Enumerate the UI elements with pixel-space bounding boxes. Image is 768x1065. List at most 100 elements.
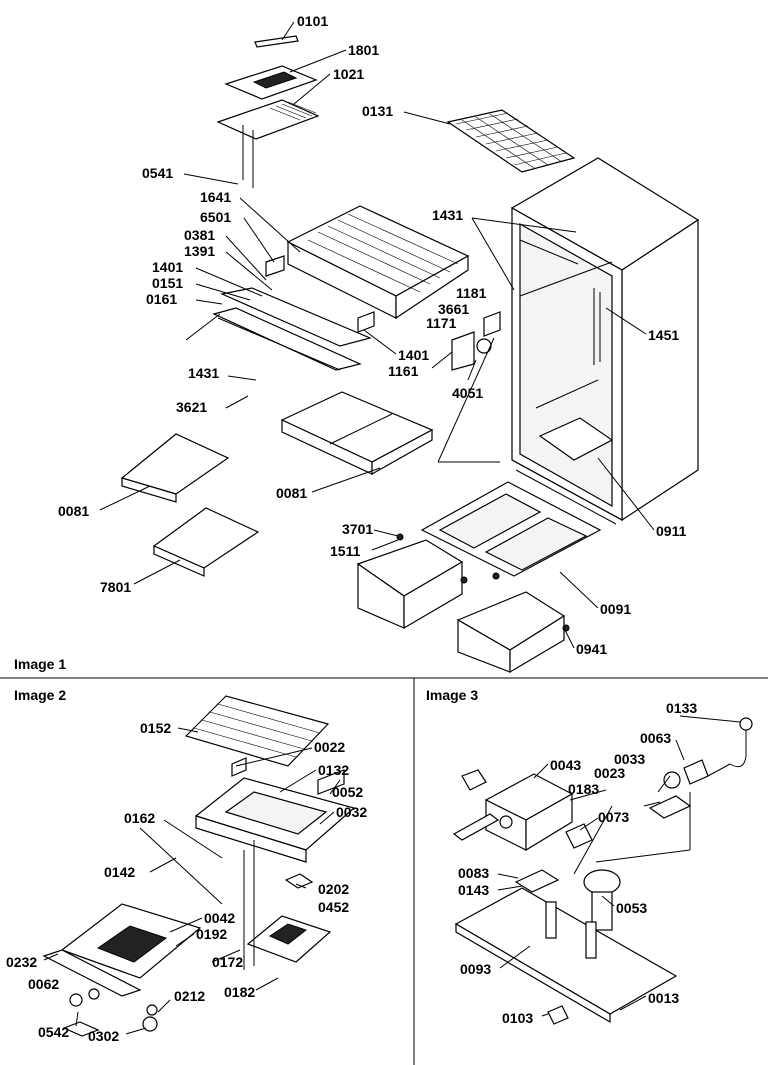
fan-housing-side <box>525 792 573 852</box>
drawer-left-side <box>403 560 463 630</box>
light-cover-part <box>216 99 320 140</box>
callout-0161: 0161 <box>146 291 177 307</box>
callout-6501: 6501 <box>200 209 231 225</box>
callout-0093: 0093 <box>460 961 491 977</box>
cover-strip-part <box>254 35 299 48</box>
callout-0542: 0542 <box>38 1024 69 1040</box>
callout-0081-b: 0081 <box>276 485 307 501</box>
part-0103 <box>547 1005 569 1025</box>
callout-0172: 0172 <box>212 954 243 970</box>
seal-part <box>317 769 345 795</box>
callout-0063: 0063 <box>640 730 671 746</box>
knob-part <box>142 1016 158 1032</box>
connector-part <box>683 759 709 785</box>
shelf-left-edge <box>121 477 177 503</box>
callout-0162: 0162 <box>124 810 155 826</box>
callout-0032: 0032 <box>336 804 367 820</box>
rod-part <box>139 827 223 905</box>
crisper-cover-left <box>438 493 542 549</box>
freezer-shelf-grid-lines <box>455 112 567 169</box>
callout-0232: 0232 <box>6 954 37 970</box>
callout-0013: 0013 <box>648 990 679 1006</box>
cover-grid-lines <box>193 703 321 758</box>
callout-1401-b: 1401 <box>398 347 429 363</box>
cover-grid-part <box>184 695 330 767</box>
housing-inner <box>224 791 328 835</box>
callout-1161: 1161 <box>388 363 419 379</box>
callout-0083: 0083 <box>458 865 489 881</box>
crisper-drawer-right <box>456 591 566 674</box>
part-0143 <box>514 869 560 893</box>
base-plate-edge <box>455 922 611 1024</box>
roller-part-2 <box>492 572 500 580</box>
knob-part-2 <box>146 1004 158 1016</box>
callout-4051: 4051 <box>452 385 483 401</box>
callout-0033: 0033 <box>614 751 645 767</box>
motor-part <box>663 771 681 789</box>
image2-drawing: Image 2 <box>6 687 367 1044</box>
light-shield <box>185 287 372 371</box>
callout-0052: 0052 <box>332 784 363 800</box>
callout-0182: 0182 <box>224 984 255 1000</box>
callout-1431-a: 1431 <box>188 365 219 381</box>
callout-0941: 0941 <box>576 641 607 657</box>
light-bracket <box>220 287 372 347</box>
clip-part <box>483 311 501 337</box>
callout-0042: 0042 <box>204 910 235 926</box>
callout-0202: 0202 <box>318 881 349 897</box>
fan-hub <box>499 815 513 829</box>
callout-0133: 0133 <box>666 700 697 716</box>
bracket-part <box>461 769 487 791</box>
part-0073 <box>565 823 593 849</box>
callout-0142: 0142 <box>104 864 135 880</box>
callout-0103: 0103 <box>502 1010 533 1026</box>
callout-1431-b: 1431 <box>432 207 463 223</box>
control-module-core <box>268 923 308 945</box>
section-title-image1: Image 1 <box>14 656 66 672</box>
crisper-recess <box>538 417 614 461</box>
pump-body <box>591 891 613 931</box>
sensor-wire <box>707 730 747 777</box>
shelf-left <box>120 433 230 503</box>
callout-3701: 3701 <box>342 521 373 537</box>
housing-front-edge <box>195 815 307 863</box>
callout-0053: 0053 <box>616 900 647 916</box>
thermostat-part <box>476 338 492 354</box>
callout-1171: 1171 <box>426 315 457 331</box>
shelf-center <box>280 391 434 476</box>
crisper-cover-right <box>484 517 588 571</box>
section-title-image2: Image 2 <box>14 687 66 703</box>
callout-0081-a: 0081 <box>58 503 89 519</box>
control-insert-part <box>252 71 298 89</box>
callout-0091: 0091 <box>600 601 631 617</box>
callout-0022: 0022 <box>314 739 345 755</box>
post-part <box>545 901 557 939</box>
callout-1391: 1391 <box>184 243 215 259</box>
roller-part <box>460 576 468 584</box>
fan-part <box>69 993 83 1007</box>
callout-0192: 0192 <box>196 926 227 942</box>
crisper-drawer-left <box>356 539 464 630</box>
callout-0151: 0151 <box>152 275 183 291</box>
bracket-0023 <box>648 795 692 819</box>
callout-0062: 0062 <box>28 976 59 992</box>
callout-0023: 0023 <box>594 765 625 781</box>
hinge-bracket <box>451 331 475 371</box>
image3-drawing: Image 3 <box>426 687 753 1026</box>
freezer-wire-shelf <box>446 109 576 173</box>
bracket-0542 <box>62 1021 100 1037</box>
cabinet-side <box>621 218 699 522</box>
image1-leaders <box>99 21 655 649</box>
tray-rail <box>42 949 142 997</box>
pump-part <box>583 869 621 895</box>
image1-drawing: 0101 1801 1021 0131 0541 1641 6501 0381 … <box>14 13 700 674</box>
roller-part-3 <box>562 624 570 632</box>
callout-0131: 0131 <box>362 103 393 119</box>
callout-1451: 1451 <box>648 327 679 343</box>
tray-element <box>96 925 168 963</box>
callout-0212: 0212 <box>174 988 205 1004</box>
callout-0101: 0101 <box>297 13 328 29</box>
callout-1511: 1511 <box>330 543 361 559</box>
callout-1641: 1641 <box>200 189 231 205</box>
